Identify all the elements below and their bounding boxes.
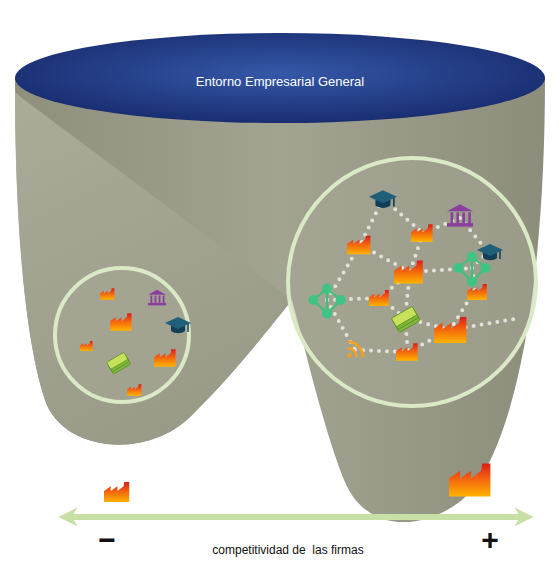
ellipse-shape [15, 33, 545, 123]
money-icon [107, 352, 131, 374]
factory-icon [467, 284, 487, 300]
graduation-cap-icon [165, 317, 191, 333]
ellipse-title: Entorno Empresarial General [196, 74, 364, 89]
funnel-front-face [15, 92, 292, 445]
large-cluster-circle [288, 158, 536, 406]
rss-icon [347, 342, 363, 358]
factory-icon [449, 463, 490, 496]
network-icon [453, 252, 490, 287]
factory-icon [411, 224, 433, 241]
factory-icon [80, 341, 93, 351]
environment-ellipse: Entorno Empresarial General [15, 33, 545, 123]
graduation-cap-icon [477, 244, 503, 260]
factory-icon [154, 349, 176, 366]
network-icon [308, 284, 345, 319]
factory-icon [110, 313, 132, 330]
money-icon [391, 306, 420, 332]
bank-icon [148, 290, 166, 306]
factory-icon [104, 482, 129, 502]
bank-icon [447, 204, 473, 226]
graduation-cap-icon [369, 190, 397, 208]
small-cluster-circle [55, 268, 189, 402]
minus-sign: − [98, 525, 116, 555]
axis-label: competitividad de las firmas [212, 544, 363, 556]
factory-icon [347, 236, 370, 255]
plus-sign: + [481, 525, 499, 555]
factory-icon [100, 288, 114, 300]
factory-icon [127, 384, 141, 396]
factory-icon [396, 343, 418, 360]
factory-icon [434, 317, 466, 343]
competitiveness-arrow [68, 514, 524, 520]
factory-icon [394, 260, 423, 283]
factory-icon [369, 290, 389, 306]
funnel-body [15, 78, 545, 522]
